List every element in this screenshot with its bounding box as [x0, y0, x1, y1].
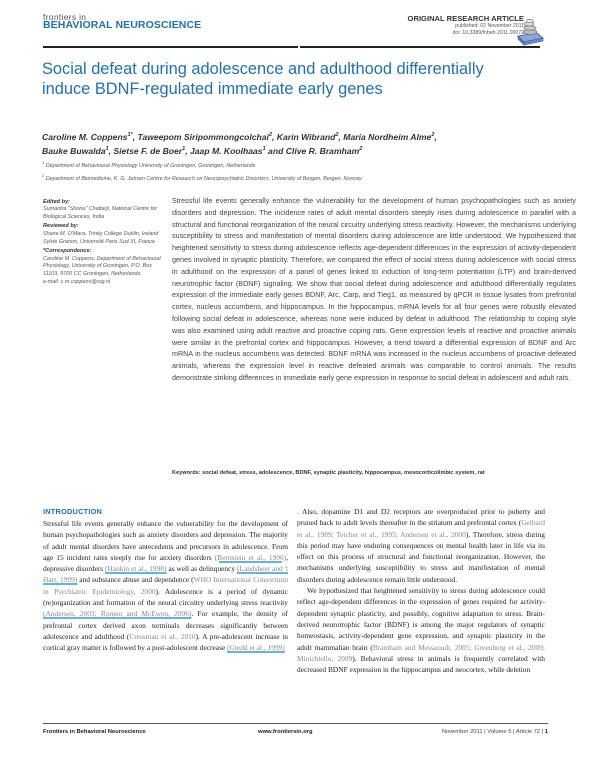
reviewed-by-label: Reviewed by: [43, 223, 79, 230]
abstract: Stressful life events generally enhance … [172, 196, 576, 382]
citation-link[interactable]: (Bernstein et al., 1996) [214, 552, 287, 562]
footer-journal: Frontiers in Behavioral Neuroscience [43, 729, 146, 735]
editorial-sidebar: Edited by: Sumantra "Shona" Chattarji, N… [43, 197, 161, 287]
author: Karin Wibrand [276, 131, 336, 142]
affiliations: 1 Department of Behavioural Physiology U… [42, 158, 562, 184]
reviewer: Sylvie Granon, Université Paris Sud XI, … [43, 239, 156, 246]
footer-issue: November 2011 | Volume 5 | Article 72 | … [441, 729, 548, 735]
reviewer: Shane M. O'Mara, Trinity College Dublin,… [43, 230, 159, 237]
frontiers-stacked-logo-icon [515, 18, 545, 46]
correspondence-label: *Correspondence: [43, 248, 92, 255]
body-column-right: . Also, dopamine D1 and D2 receptors are… [297, 507, 545, 675]
citation-link[interactable]: (Andersen, 2003; Romeo and McEwen, 2006) [43, 609, 192, 619]
citation-link[interactable]: (Landsheer and 't Hart, 1999) [43, 564, 288, 585]
header-rule [43, 46, 298, 48]
author: Jaap M. Koolhaas [190, 146, 263, 157]
article-type: ORIGINAL RESEARCH ARTICLE [407, 14, 524, 23]
body-column-left: Stressful life events generally enhance … [43, 519, 289, 653]
header-rule [300, 46, 540, 48]
author: Taweepom Siripommongcolchai [137, 131, 269, 142]
keywords: Keywords: social defeat, stress, adolesc… [172, 470, 485, 476]
journal-name: BEHAVIORAL NEUROSCIENCE [43, 19, 202, 31]
affiliation: 1 Department of Behavioural Physiology U… [42, 160, 256, 169]
correspondence-email[interactable]: e-mail: c.m.coppens@rug.nl [43, 279, 111, 286]
editor: Sumantra "Shona" Chattarji, National Cen… [43, 206, 158, 220]
page-number: 1 [544, 729, 548, 735]
citation-link[interactable]: (Hankin et al., 1998) [105, 564, 167, 574]
author: Clive R. Bramham [285, 146, 360, 157]
author: Maria Nordheim Alme [343, 131, 432, 142]
citation-link[interactable]: (Giedd et al., 1999) [227, 643, 285, 653]
doi: doi: 10.3389/fnbeh.2011.00072 [452, 30, 524, 37]
published-date: published: 02 November 2011 [455, 23, 524, 29]
edited-by-label: Edited by: [43, 199, 71, 205]
citation-link[interactable]: WHO International Consortium in Psychiat… [43, 575, 288, 596]
author: Caroline M. Coppens [42, 131, 128, 142]
footer-rule [43, 723, 548, 724]
author: Sietse F. de Boer [113, 146, 183, 157]
author: Bauke Buwalda [42, 146, 106, 157]
section-heading-introduction: INTRODUCTION [43, 507, 103, 516]
footer-url[interactable]: www.frontiersin.org [258, 729, 313, 735]
publication-info: published: 02 November 2011 doi: 10.3389… [453, 23, 524, 38]
correspondence-address: Caroline M. Coppens, Department of Behav… [43, 255, 161, 277]
article-title: Social defeat during adolescence and adu… [42, 60, 484, 98]
citation-link[interactable]: Cressman et al., 2010 [129, 631, 196, 641]
affiliation: 2 Department of Biomedicine, K. G. Jebse… [42, 172, 362, 182]
journal-prefix: frontiers in [43, 12, 87, 22]
author-list: Caroline M. Coppens1*, Taweepom Siripomm… [42, 131, 437, 157]
citation-link[interactable]: Bramham and Messaoudi, 2005; Greenberg e… [297, 642, 545, 663]
citation-link[interactable]: Gelbard et al., 1989; Teicher et al., 19… [297, 518, 545, 539]
